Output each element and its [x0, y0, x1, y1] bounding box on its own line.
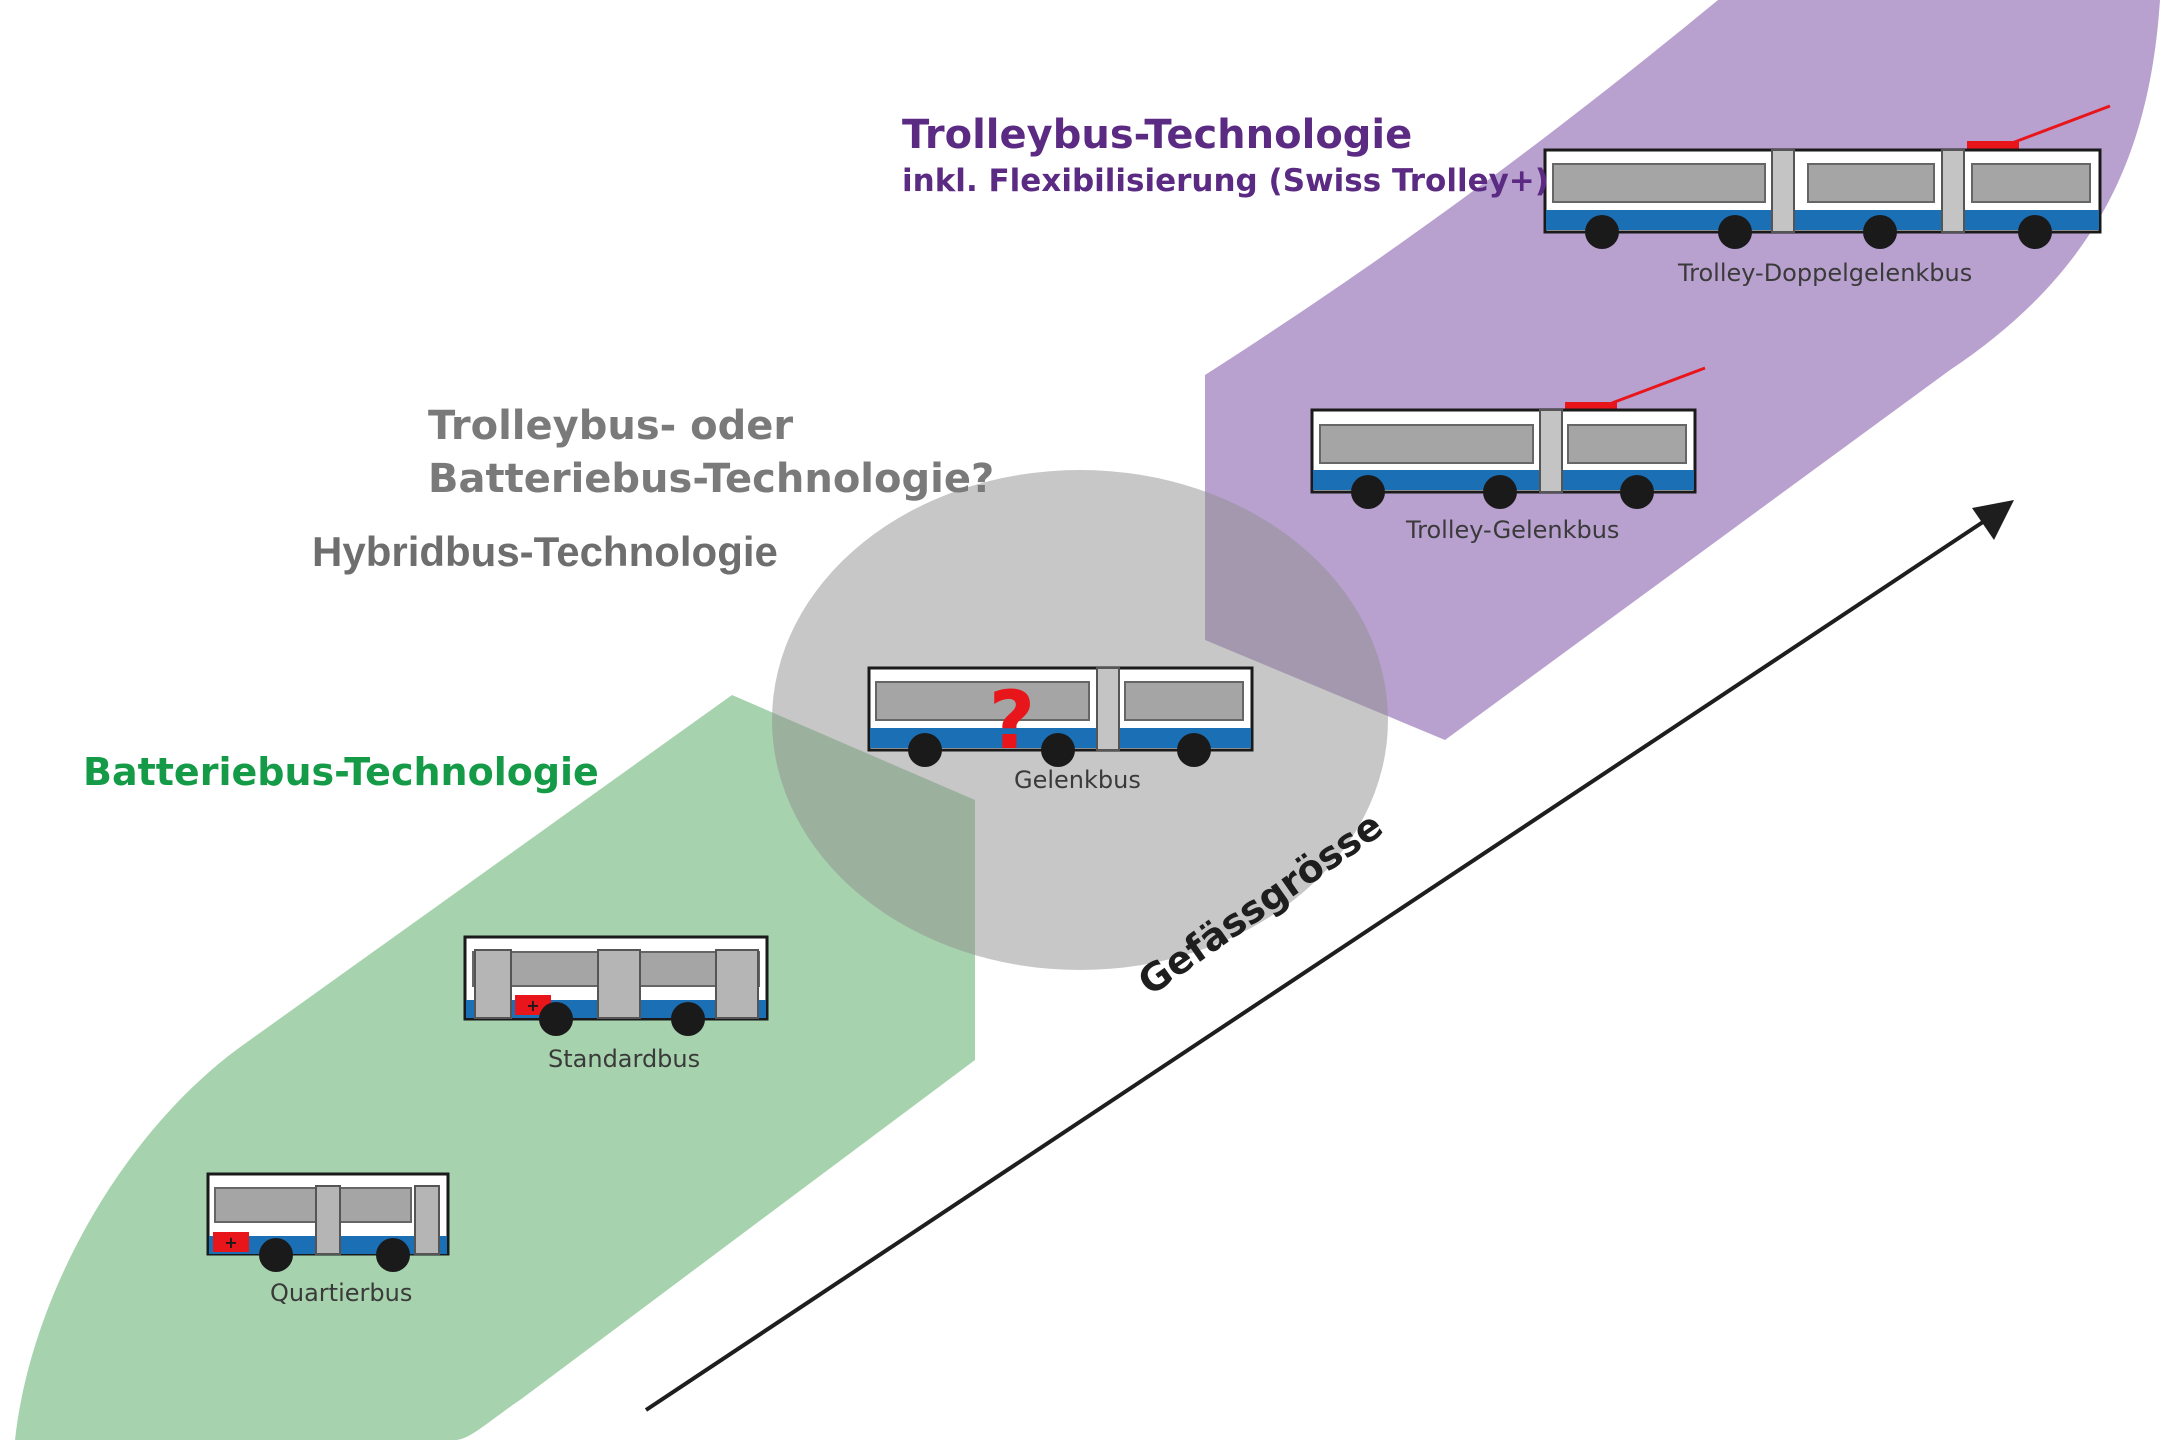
svg-text:+: + [224, 1233, 237, 1252]
bus-label-standardbus: Standardbus [548, 1045, 701, 1073]
battery-standard-bus-icon: + [463, 935, 769, 1036]
uncertain-zone-title-line2: Batteriebus-Technologie? [428, 456, 995, 502]
bus-label-quartierbus: Quartierbus [270, 1279, 413, 1307]
trolley-zone-title: Trolleybus-Technologie [902, 112, 1413, 158]
bus-label-gelenkbus: Gelenkbus [1014, 766, 1141, 794]
uncertain-zone-title-line1: Trolleybus- oder [428, 403, 794, 449]
bus-label-doppelgelenkbus: Trolley-Doppelgelenkbus [1678, 259, 1973, 287]
size-axis-arrow [644, 500, 2014, 1412]
battery-zone-title: Batteriebus-Technologie [83, 750, 599, 794]
question-mark-icon: ? [989, 674, 1035, 767]
svg-text:+: + [526, 996, 539, 1015]
hybrid-zone-title: Hybridbus-Technologie [312, 528, 778, 575]
trolley-articulated-bus-icon [1310, 366, 1706, 509]
trolley-zone-subtitle: inkl. Flexibilisierung (Swiss Trolley+) [902, 163, 1549, 199]
trolley-double-articulated-bus-icon [1543, 104, 2111, 249]
battery-minibus-icon: + [206, 1172, 450, 1272]
articulated-bus-icon: ? [867, 666, 1254, 767]
bus-label-trolley-gelenkbus: Trolley-Gelenkbus [1406, 516, 1620, 544]
